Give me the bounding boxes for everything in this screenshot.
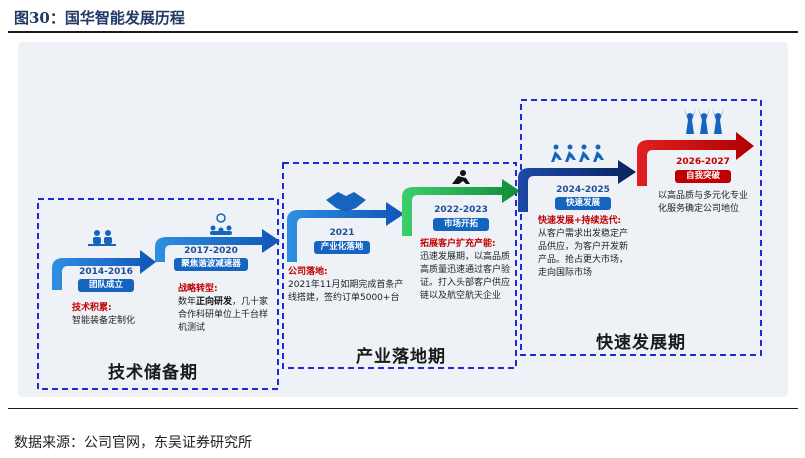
milestone-4-heading: 拓展客户扩充产能: (420, 239, 496, 249)
milestone-1-body: 智能装备定制化 (72, 316, 136, 326)
milestone-2-desc: 战略转型: 数年正向研发，几十家合作科研单位上千台样机测试 (178, 283, 274, 335)
milestone-6-year: 2026-2027 (676, 157, 730, 167)
milestone-5-heading: 快速发展+持续迭代: (538, 216, 622, 226)
milestone-3-tag: 产业化落地 (314, 241, 370, 254)
milestone-6-body: 以高品质与多元化专业化服务确定公司地位 (658, 191, 749, 214)
milestone-2-tag: 聚焦谐波减速器 (174, 258, 248, 271)
milestone-3-desc: 公司落地: 2021年11月如期完成首条产线搭建，签约订单5000+台 (288, 266, 406, 305)
stage-frame-1 (37, 198, 279, 390)
step-arrow-3 (287, 202, 404, 262)
stage-label-2: 产业落地期 (356, 347, 446, 367)
stage-frame-3 (520, 99, 762, 356)
step-arrow-4 (402, 179, 520, 236)
runner-start-icon (452, 170, 470, 184)
milestone-3-heading: 公司落地: (288, 267, 328, 277)
top-rule (8, 31, 798, 33)
milestone-3-body: 2021年11月如期完成首条产线搭建，签约订单5000+台 (288, 280, 404, 303)
stage-label-1: 技术储备期 (108, 363, 198, 383)
milestone-3-year: 2021 (329, 228, 355, 238)
milestone-5-tag: 快速发展 (555, 197, 611, 210)
milestone-6-tag: 自我突破 (675, 170, 731, 183)
milestone-4-tag: 市场开拓 (433, 218, 489, 231)
step-arrow-5 (518, 160, 636, 212)
milestone-1-desc: 技术积累: 智能装备定制化 (72, 302, 162, 328)
milestone-2-year: 2017-2020 (184, 246, 238, 256)
step-arrow-1 (52, 250, 156, 290)
milestone-1-heading: 技术积累: (72, 303, 112, 313)
milestone-5-desc: 快速发展+持续迭代: 从客户需求出发稳定产品供应，为客户开发新产品。抢占更大市场… (538, 215, 628, 280)
milestone-5-year: 2024-2025 (556, 185, 610, 195)
cheering-people-icon (684, 108, 724, 134)
step-arrow-6 (637, 132, 754, 186)
step-arrow-2 (155, 229, 280, 262)
milestone-2-body: 数年正向研发，几十家合作科研单位上千台样机测试 (178, 297, 269, 333)
milestone-5-body: 从客户需求出发稳定产品供应，为客户开发新产品。抢占更大市场，走向国际市场 (538, 229, 629, 278)
milestone-6-desc: 以高品质与多元化专业化服务确定公司地位 (658, 190, 754, 216)
milestone-2-heading: 战略转型: (178, 284, 218, 294)
milestone-4-body: 迅速发展期，以高品质高质量迅速通过客户验证。打入头部客户供应链以及航空航天企业 (420, 252, 511, 301)
team-icon (88, 230, 116, 246)
handshake-icon (326, 192, 366, 212)
bottom-rule (8, 408, 798, 409)
milestone-4-desc: 拓展客户扩充产能: 迅速发展期，以高品质高质量迅速通过客户验证。打入头部客户供应… (420, 238, 512, 303)
milestone-1-tag: 团队成立 (78, 279, 134, 292)
source-note: 数据来源：公司官网，东吴证券研究所 (14, 435, 252, 451)
people-network-icon (210, 213, 232, 235)
stage-label-3: 快速发展期 (596, 333, 686, 353)
running-people-icon (551, 144, 604, 162)
milestone-4-year: 2022-2023 (434, 205, 488, 215)
milestone-1-year: 2014-2016 (79, 267, 133, 277)
figure-title: 图30：国华智能发展历程 (14, 9, 185, 27)
stage-frame-2 (282, 162, 517, 369)
